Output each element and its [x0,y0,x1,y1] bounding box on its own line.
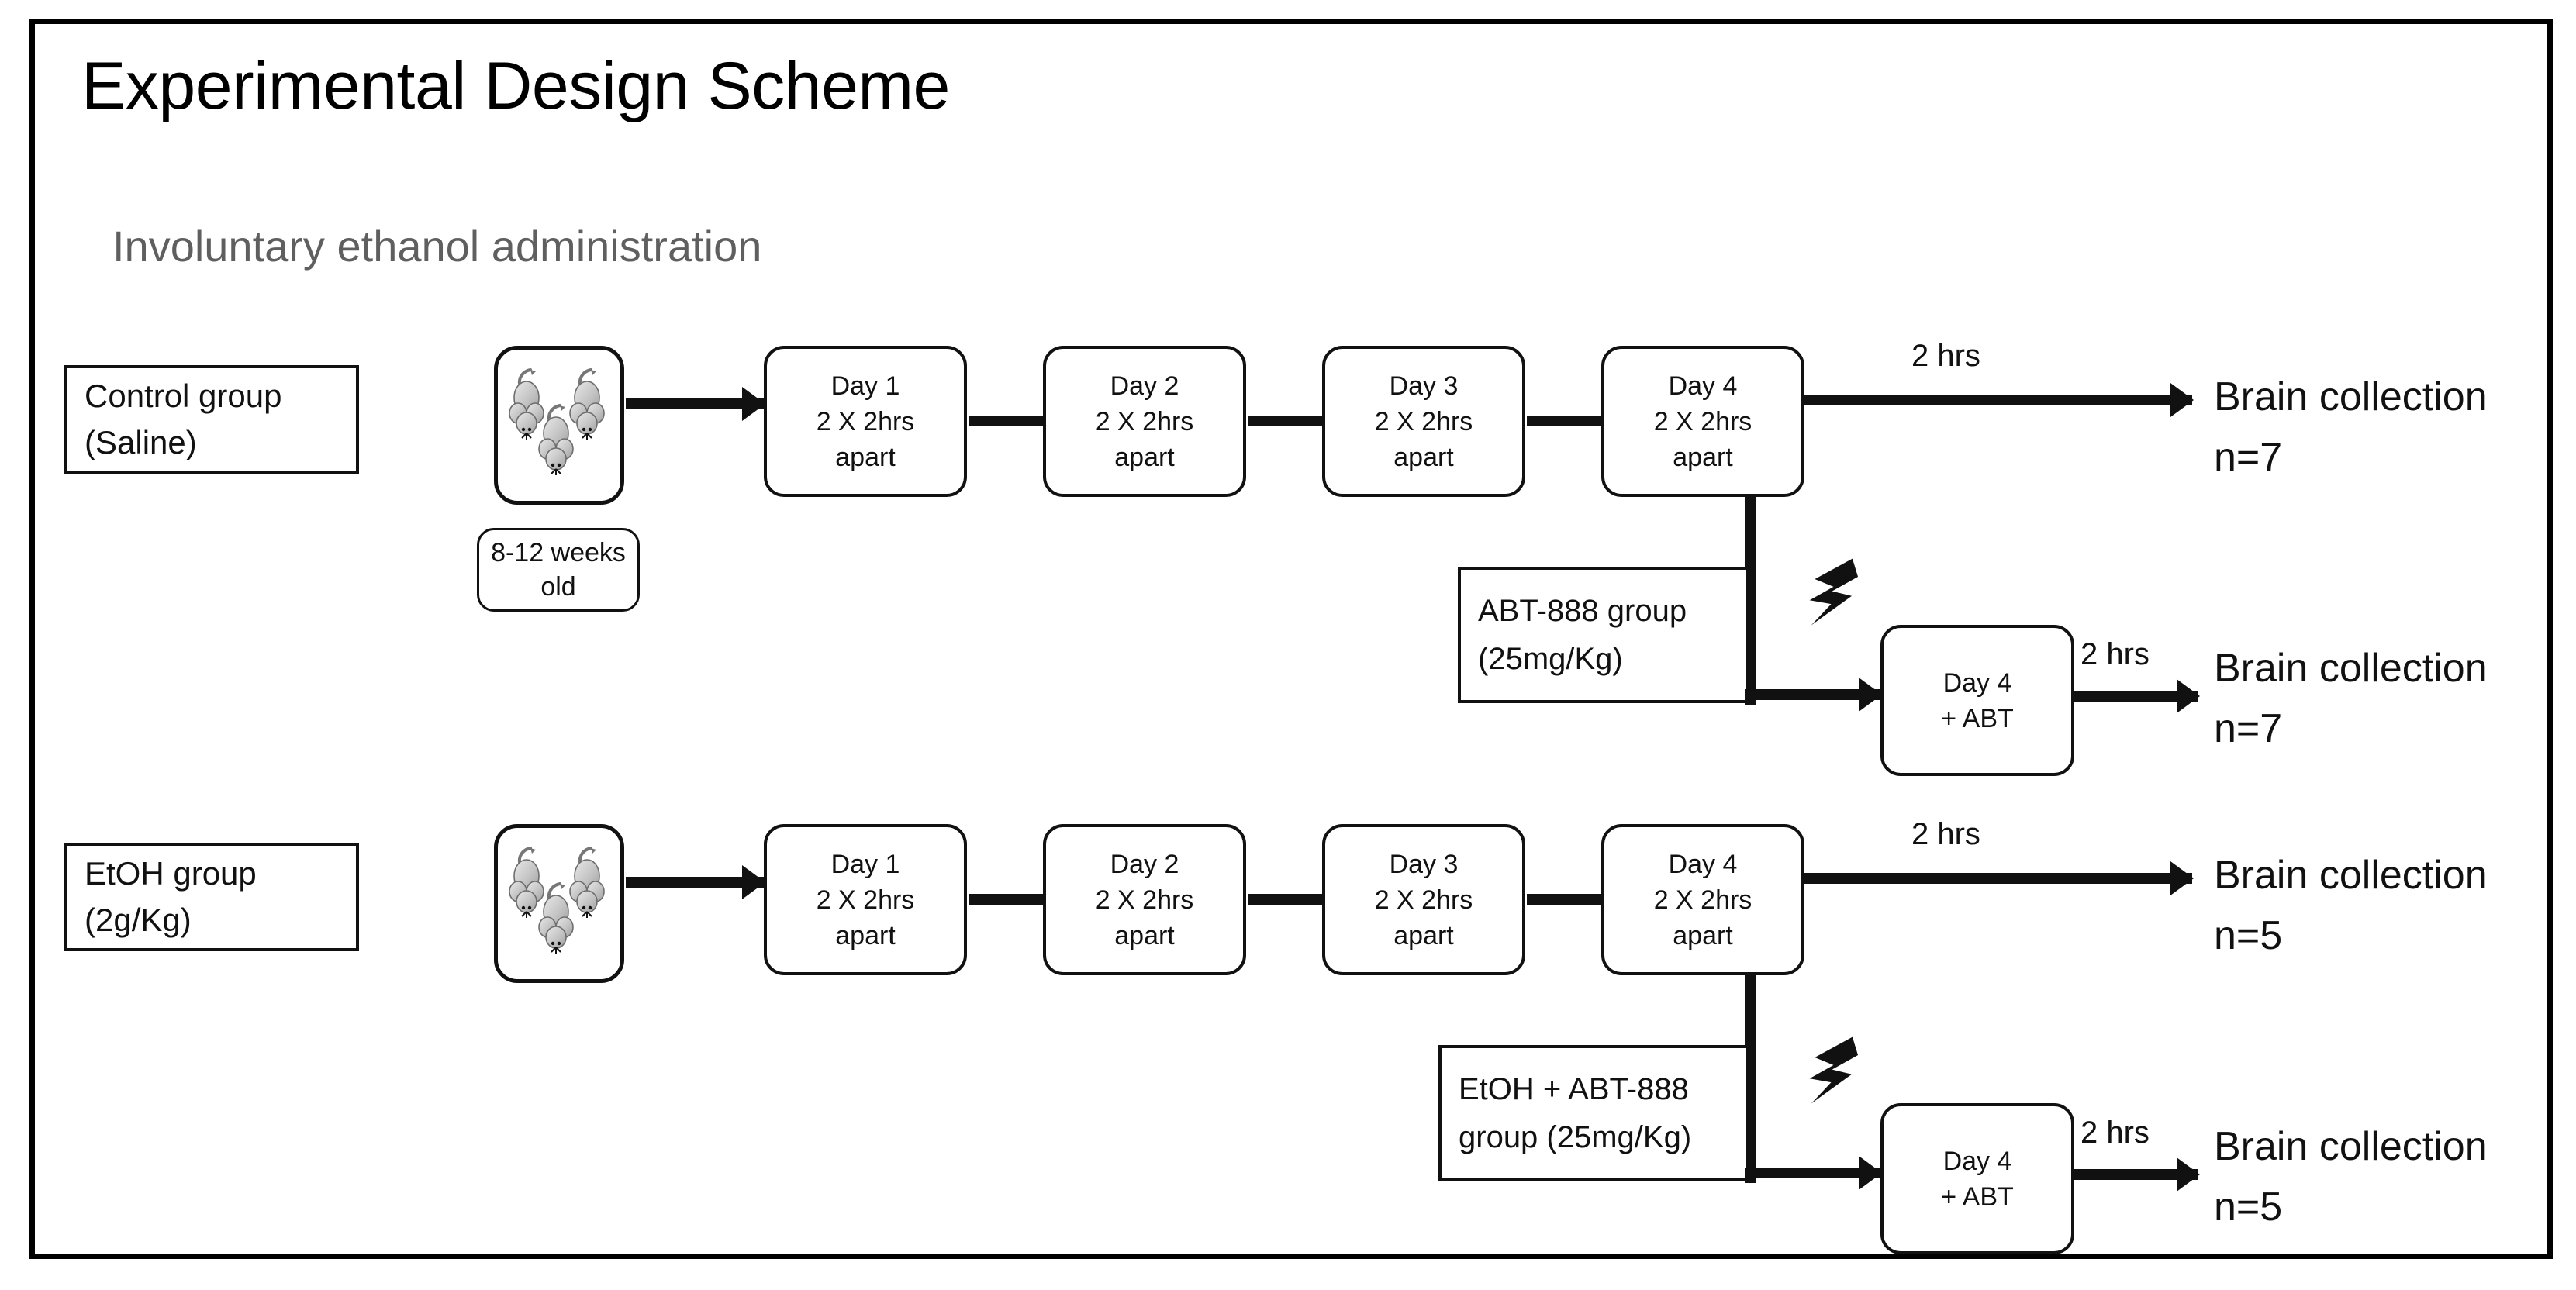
arrow-branch-to-abtbox-control [1745,689,1880,700]
arrow-day4-to-collection-control [1804,395,2192,405]
abt-box-etoh: Day 4 + ABT [1880,1103,2074,1254]
branch-label-control: ABT-888 group (25mg/Kg) [1458,567,1749,703]
group-label-line1: EtOH group [85,855,257,892]
group-label-line2: (2g/Kg) [85,902,192,938]
day-box-control-1: Day 1 2 X 2hrs apart [764,346,967,497]
mouse-icon [509,847,605,954]
group-label-line1: Control group [85,378,282,414]
day-box-line2: 2 X 2hrs [816,885,915,915]
age-label-line1: 8-12 weeks [491,538,626,567]
day-box-line1: Day 2 [1110,371,1179,401]
day-box-line3: apart [1673,920,1733,950]
day-box-etoh-3: Day 3 2 X 2hrs apart [1322,824,1525,975]
abt-box-line1: Day 4 [1942,1146,2012,1176]
day-box-line1: Day 1 [830,371,900,401]
day-box-line3: apart [835,920,896,950]
page-subtitle: Involuntary ethanol administration [112,222,762,271]
abt-box-line2: + ABT [1941,703,2014,733]
day-box-line1: Day 3 [1389,371,1459,401]
hrs-label-etoh-branch: 2 hrs [2080,1116,2150,1150]
arrow-cage-to-day1-etoh [626,877,764,888]
day-box-etoh-4: Day 4 2 X 2hrs apart [1601,824,1804,975]
day-box-line1: Day 4 [1668,849,1738,879]
brain-collection-etoh-main: Brain collection [2214,853,2488,898]
branch-label-line2: group (25mg/Kg) [1459,1120,1692,1154]
day-box-line1: Day 4 [1668,371,1738,401]
slide-frame: Experimental Design Scheme Involuntary e… [29,19,2553,1259]
day-box-line2: 2 X 2hrs [1653,885,1752,915]
group-label-etoh: EtOH group (2g/Kg) [64,843,359,951]
day-box-line3: apart [1114,442,1175,472]
lightning-bolt-icon [1809,1036,1859,1104]
hrs-label-etoh-main: 2 hrs [1911,817,1980,851]
mouse-cage-control [494,346,624,505]
page-title: Experimental Design Scheme [81,49,950,123]
n-label-control-main: n=7 [2214,435,2283,480]
abt-box-line2: + ABT [1941,1181,2014,1212]
branch-label-line1: EtOH + ABT-888 [1459,1072,1689,1106]
day-box-line2: 2 X 2hrs [816,406,915,436]
day-box-line2: 2 X 2hrs [1095,406,1194,436]
arrow-abtbox-to-collection-etoh [2074,1169,2198,1180]
day-box-control-4: Day 4 2 X 2hrs apart [1601,346,1804,497]
n-label-control-branch: n=7 [2214,706,2283,751]
arrow-abtbox-to-collection-control [2074,691,2198,702]
day-box-line3: apart [1673,442,1733,472]
brain-collection-etoh-branch: Brain collection [2214,1124,2488,1169]
brain-collection-control-branch: Brain collection [2214,646,2488,691]
arrow-cage-to-day1-control [626,398,764,409]
day-box-control-2: Day 2 2 X 2hrs apart [1043,346,1246,497]
age-label-line2: old [540,572,576,602]
day-box-control-3: Day 3 2 X 2hrs apart [1322,346,1525,497]
arrow-branch-to-abtbox-etoh [1745,1168,1880,1178]
branch-label-etoh: EtOH + ABT-888 group (25mg/Kg) [1438,1045,1749,1181]
branch-label-line1: ABT-888 group [1478,594,1687,628]
day-box-line2: 2 X 2hrs [1374,406,1473,436]
mouse-icon [509,368,605,475]
brain-collection-control-main: Brain collection [2214,374,2488,419]
day-box-line2: 2 X 2hrs [1374,885,1473,915]
day-box-line1: Day 2 [1110,849,1179,879]
arrow-day4-to-collection-etoh [1804,873,2192,884]
mouse-cage-etoh [494,824,624,983]
day-box-line3: apart [1393,920,1454,950]
abt-box-line1: Day 4 [1942,667,2012,698]
day-box-etoh-2: Day 2 2 X 2hrs apart [1043,824,1246,975]
day-box-line3: apart [1114,920,1175,950]
abt-box-control: Day 4 + ABT [1880,625,2074,776]
hrs-label-control-main: 2 hrs [1911,339,1980,373]
n-label-etoh-branch: n=5 [2214,1185,2283,1230]
group-label-line2: (Saline) [85,424,197,460]
day-box-line2: 2 X 2hrs [1653,406,1752,436]
lightning-bolt-icon [1809,558,1859,626]
day-box-line3: apart [835,442,896,472]
day-box-etoh-1: Day 1 2 X 2hrs apart [764,824,967,975]
day-box-line1: Day 3 [1389,849,1459,879]
hrs-label-control-branch: 2 hrs [2080,637,2150,671]
group-label-control: Control group (Saline) [64,365,359,474]
day-box-line2: 2 X 2hrs [1095,885,1194,915]
branch-label-line2: (25mg/Kg) [1478,642,1623,676]
age-label-box: 8-12 weeks old [477,528,640,612]
n-label-etoh-main: n=5 [2214,913,2283,958]
day-box-line3: apart [1393,442,1454,472]
day-box-line1: Day 1 [830,849,900,879]
